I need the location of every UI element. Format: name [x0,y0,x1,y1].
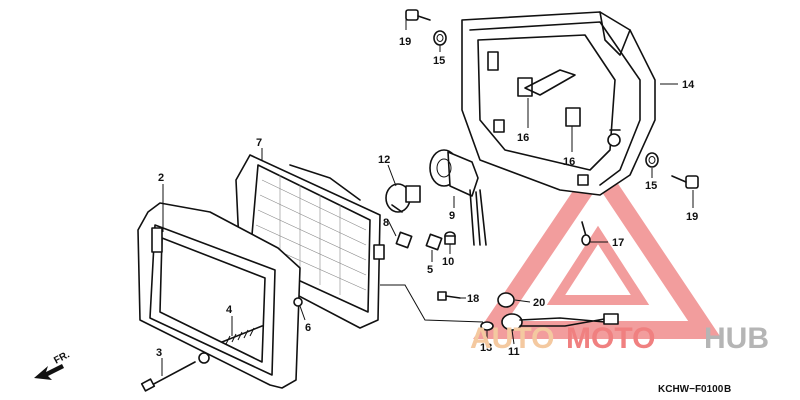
bolt-19-top [405,9,431,21]
callout-5: 5 [427,264,433,276]
callout-2: 2 [158,172,164,184]
callout-13: 13 [480,342,492,354]
grommet-15-top [433,30,447,46]
nut-5 [425,233,443,251]
diagram-code-text: KCHW−F0100 [658,384,724,395]
callout-12: 12 [378,154,390,166]
bolt-18 [437,291,461,301]
headlight-unit [235,154,385,329]
clip-8 [395,231,413,249]
callout-18: 18 [467,293,479,305]
diagram-code-suffix: B [724,384,731,395]
watermark-hub: HUB [704,322,769,355]
callout-7: 7 [256,137,262,149]
callouts: 19 15 14 16 16 15 19 7 12 2 8 9 5 10 17 … [156,36,698,359]
screw-3 [140,361,196,392]
headlight-case [461,11,656,196]
callout-8: 8 [383,217,389,229]
diagram-code: KCHW−F0100 B [658,384,731,395]
callout-19-right: 19 [686,211,698,223]
socket-cover-9 [429,149,487,246]
bulb-12 [385,183,421,213]
callout-9: 9 [449,210,455,222]
wire-harness [497,292,619,331]
headlight-rim [137,202,303,389]
callout-16-left: 16 [517,132,529,144]
callout-6: 6 [305,322,311,334]
callout-10: 10 [442,256,454,268]
grommet-15-right [645,152,659,168]
watermark-auto: AUTO [470,322,554,355]
callout-17: 17 [612,237,624,249]
callout-14: 14 [682,79,695,91]
watermark-text: AUTO MOTO HUB [470,322,769,355]
watermark-moto: MOTO [566,322,655,355]
front-indicator: FR. [34,349,72,380]
callout-3: 3 [156,347,162,359]
leader-lines [161,16,694,376]
bolt-19-right [671,175,699,189]
cap-10 [444,231,456,245]
callout-15-top: 15 [433,55,445,67]
callout-15-right: 15 [645,180,657,192]
callout-16-right: 16 [563,156,575,168]
callout-11: 11 [508,346,520,358]
callout-20: 20 [533,297,545,309]
callout-19-top: 19 [399,36,411,48]
bolt-17 [581,221,591,246]
front-label: FR. [52,349,72,366]
watermark-logo [473,153,722,339]
callout-4: 4 [226,304,233,316]
adjust-screw-4 [221,325,263,345]
